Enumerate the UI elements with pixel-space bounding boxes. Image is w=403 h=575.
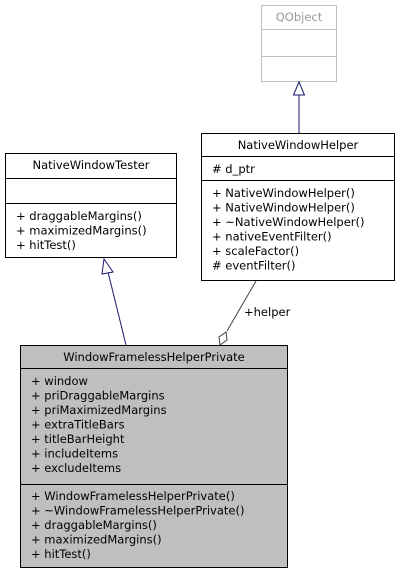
class-native-window-tester[interactable]: NativeWindowTester + draggableMargins() … bbox=[5, 153, 177, 258]
class-native-window-tester-method: + draggableMargins() bbox=[16, 209, 142, 223]
inheritance-line bbox=[107, 271, 127, 346]
aggregation-label: +helper bbox=[244, 305, 291, 319]
class-qobject-box bbox=[261, 5, 337, 82]
class-window-frameless-helper-private-method: + hitTest() bbox=[31, 547, 91, 561]
class-native-window-helper-box bbox=[201, 133, 395, 281]
class-native-window-tester-title: NativeWindowTester bbox=[32, 158, 149, 172]
class-window-frameless-helper-private-method: + maximizedMargins() bbox=[31, 533, 162, 547]
class-native-window-tester-method: + maximizedMargins() bbox=[16, 224, 147, 238]
class-window-frameless-helper-private-attribute: + includeItems bbox=[31, 447, 118, 461]
class-window-frameless-helper-private[interactable]: WindowFramelessHelperPrivate + window + … bbox=[20, 345, 288, 568]
inheritance-native-window-helper-to-qobject bbox=[292, 80, 306, 133]
class-native-window-tester-method: + hitTest() bbox=[16, 238, 76, 252]
class-window-frameless-helper-private-attribute: + window bbox=[31, 374, 88, 388]
class-native-window-helper-method: + nativeEventFilter() bbox=[212, 230, 332, 244]
class-window-frameless-helper-private-method: + draggableMargins() bbox=[31, 518, 157, 532]
class-window-frameless-helper-private-attribute: + priDraggableMargins bbox=[31, 389, 165, 403]
class-native-window-helper-method: + NativeWindowHelper() bbox=[212, 201, 355, 215]
aggregation-diamond bbox=[218, 331, 228, 346]
class-native-window-helper-method: + NativeWindowHelper() bbox=[212, 186, 355, 200]
class-window-frameless-helper-private-attribute: + priMaximizedMargins bbox=[31, 403, 167, 417]
class-window-frameless-helper-private-attribute: + extraTitleBars bbox=[31, 418, 125, 432]
inheritance-arrowhead bbox=[292, 80, 306, 96]
class-native-window-helper-title: NativeWindowHelper bbox=[238, 138, 359, 152]
class-window-frameless-helper-private-attribute: + excludeItems bbox=[31, 461, 121, 475]
inheritance-arrowhead bbox=[101, 257, 114, 275]
class-native-window-helper-method: # eventFilter() bbox=[212, 259, 296, 273]
class-window-frameless-helper-private-method: + WindowFramelessHelperPrivate() bbox=[31, 489, 235, 503]
aggregation-line bbox=[226, 280, 257, 332]
class-native-window-helper-method: + scaleFactor() bbox=[212, 244, 299, 258]
class-native-window-helper-attribute: # d_ptr bbox=[212, 162, 255, 176]
class-qobject-title: QObject bbox=[276, 10, 323, 24]
inheritance-window-frameless-helper-private-to-native-window-tester bbox=[101, 257, 127, 346]
class-window-frameless-helper-private-method: + ~WindowFramelessHelperPrivate() bbox=[31, 504, 244, 518]
class-native-window-helper[interactable]: NativeWindowHelper # d_ptr + NativeWindo… bbox=[201, 133, 395, 281]
class-native-window-tester-box bbox=[5, 153, 177, 258]
aggregation-helper: +helper bbox=[218, 280, 291, 346]
class-qobject[interactable]: QObject bbox=[261, 5, 337, 82]
class-window-frameless-helper-private-box bbox=[20, 345, 288, 568]
class-native-window-helper-method: + ~NativeWindowHelper() bbox=[212, 215, 365, 229]
class-window-frameless-helper-private-title: WindowFramelessHelperPrivate bbox=[63, 350, 245, 364]
class-window-frameless-helper-private-attribute: + titleBarHeight bbox=[31, 432, 125, 446]
